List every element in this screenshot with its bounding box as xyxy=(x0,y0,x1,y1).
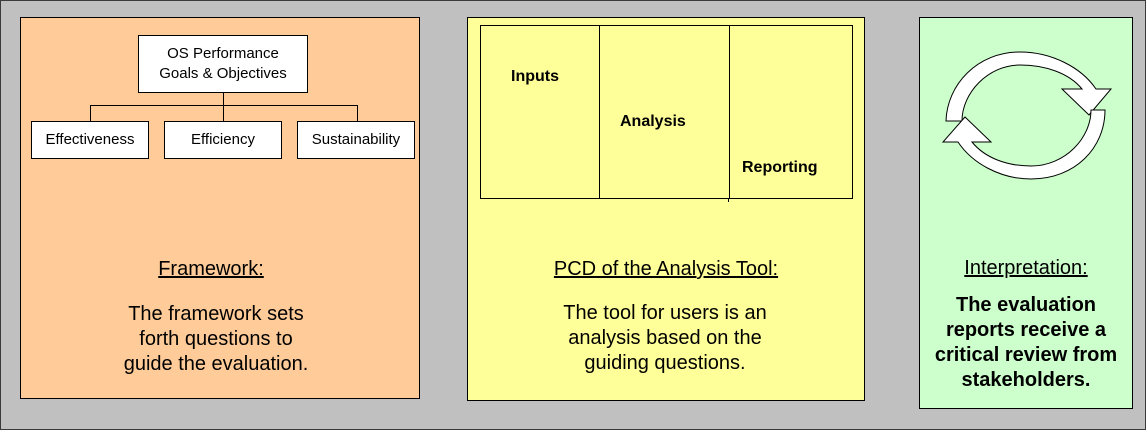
pcd-description: The tool for users is an analysis based … xyxy=(563,302,767,374)
tree-connector-horizontal xyxy=(90,105,358,106)
pcd-divider-2 xyxy=(729,26,730,198)
framework-heading: Framework: xyxy=(158,258,264,280)
sustainability-label: Sustainability xyxy=(311,131,401,148)
efficiency-box: Efficiency xyxy=(164,121,282,159)
cycle-arrows-icon xyxy=(941,51,1113,180)
goals-objectives-box: OS Performance Goals & Objectives xyxy=(138,35,308,93)
pcd-heading: PCD of the Analysis Tool: xyxy=(553,258,779,280)
goals-objectives-label: OS Performance Goals & Objectives xyxy=(159,45,287,82)
interpretation-heading: Interpretation: xyxy=(964,257,1088,279)
effectiveness-box: Effectiveness xyxy=(31,121,149,159)
pcd-divider-tail xyxy=(728,199,729,202)
tree-connector-middle xyxy=(223,105,224,121)
tree-connector-left xyxy=(90,105,91,121)
efficiency-label: Efficiency xyxy=(191,131,255,148)
pcd-inputs-label: Inputs xyxy=(511,68,559,85)
pcd-table: Inputs Analysis Reporting xyxy=(480,25,853,199)
upper-cycle-arrow xyxy=(945,51,1113,122)
sustainability-box: Sustainability xyxy=(297,121,415,159)
interpretation-panel: Interpretation: The evaluation reports r… xyxy=(919,17,1133,409)
framework-description: The framework sets forth questions to gu… xyxy=(123,303,309,375)
effectiveness-label: Effectiveness xyxy=(45,131,135,148)
pcd-divider-1 xyxy=(599,26,600,198)
pcd-analysis-label: Analysis xyxy=(620,113,686,130)
pcd-panel: Inputs Analysis Reporting PCD of the Ana… xyxy=(467,17,865,401)
framework-panel: OS Performance Goals & Objectives Effect… xyxy=(20,17,420,399)
tree-connector-vertical xyxy=(223,93,224,105)
pcd-reporting-label: Reporting xyxy=(742,159,818,176)
lower-cycle-arrow xyxy=(941,109,1106,180)
tree-connector-right xyxy=(357,105,358,121)
interpretation-description: The evaluation reports receive a critica… xyxy=(934,294,1118,391)
